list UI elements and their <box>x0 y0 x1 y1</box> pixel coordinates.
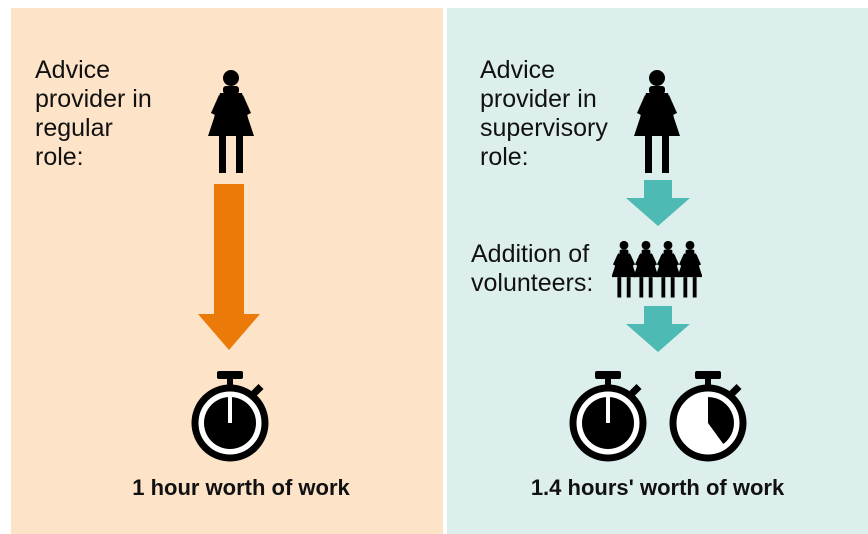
regular-role-caption: 1 hour worth of work <box>132 475 350 500</box>
arrow-down-icon <box>626 306 690 352</box>
supervisory-role-panel: Advice provider in supervisory role: Add… <box>447 8 868 534</box>
supervisory-role-label: Advice provider in supervisory role: <box>480 56 608 171</box>
timer-partial-fill <box>708 397 734 445</box>
group-of-people-icon <box>612 240 702 298</box>
arrow-down-icon <box>198 184 260 350</box>
regular-role-panel: Advice provider in regular role: 1 hour … <box>11 8 443 534</box>
stopwatch-icon <box>667 368 749 464</box>
arrow-down-icon <box>626 180 690 226</box>
woman-figure-icon <box>634 70 680 173</box>
volunteers-label: Addition of volunteers: <box>471 240 594 297</box>
stopwatch-icon <box>567 368 649 464</box>
volunteer-figures <box>612 240 702 298</box>
regular-role-label: Advice provider in regular role: <box>35 56 152 171</box>
supervisory-role-caption: 1.4 hours' worth of work <box>530 475 785 500</box>
stopwatch-icon <box>189 368 271 464</box>
woman-figure-icon <box>208 70 254 173</box>
